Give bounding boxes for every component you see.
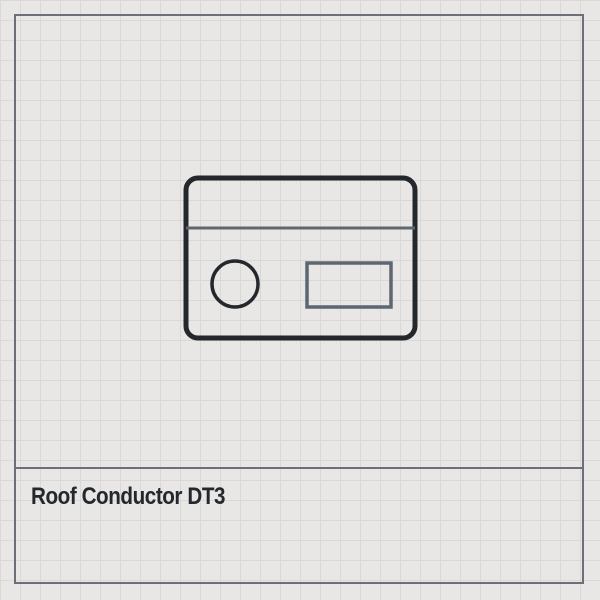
caption-divider — [14, 467, 584, 469]
device-body — [183, 175, 418, 341]
symbol-card-frame — [14, 14, 584, 584]
device-circle-terminal — [210, 259, 260, 309]
symbol-label: Roof Conductor DT3 — [31, 483, 226, 510]
device-rect-terminal — [305, 261, 393, 309]
